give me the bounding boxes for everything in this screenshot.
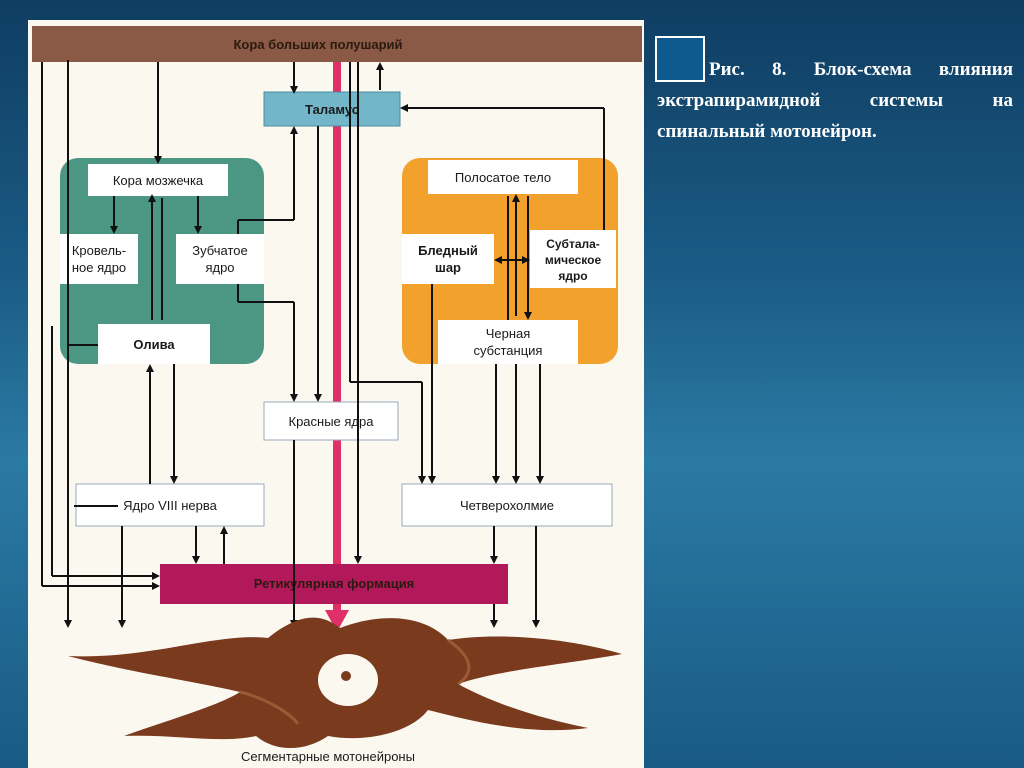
roof-nucleus-box [60,234,138,284]
thalamus-box [263,91,401,127]
subthalamic-box [530,230,616,288]
quadrigemina-label: Четверохолмие [460,498,554,513]
caption-text: Рис. 8. Блок-схема влияния экстрапирамид… [657,59,1013,142]
diagram-panel: Кора больших полушарий Таламус Кора мозж… [28,20,644,768]
thalamus-label: Таламус [305,102,359,117]
central-arrow-shaft [333,62,341,610]
olive-box [98,324,210,364]
pallidum-box [402,234,494,284]
striatum-box [428,160,578,194]
roof-nucleus-line2: ное ядро [72,260,126,275]
roof-nucleus-line1: Кровель- [72,243,126,258]
connector-lines [41,60,605,628]
reticular-label: Ретикулярная формация [254,576,415,591]
subthalamic-line3: ядро [558,269,587,283]
olive-label: Олива [133,337,175,352]
quadrigemina-box [401,483,613,527]
dentate-line2: ядро [205,260,234,275]
caption: Рис. 8. Блок-схема влияния экстрапирамид… [657,54,1013,147]
pallidum-line1: Бледный [418,243,478,258]
cerebellar-cortex-box [88,164,228,196]
subthalamic-line2: мическое [545,253,602,267]
substantia-line1: Черная [486,326,531,341]
extrapyramidal-diagram: Кора больших полушарий Таламус Кора мозж… [32,26,642,764]
motoneuron-illustration [68,617,622,749]
red-nuclei-label: Красные ядра [289,414,375,429]
cortex-bar [32,26,642,62]
nucleus-viii-label: Ядро VIII нерва [123,498,218,513]
dentate-nucleus-box [176,234,264,284]
cortex-label: Кора больших полушарий [234,37,403,52]
substantia-nigra-box [438,320,578,364]
substantia-line2: субстанция [474,343,543,358]
subthalamic-line1: Субтала- [546,237,600,251]
reticular-bar [160,564,508,604]
red-nuclei-box [263,401,399,441]
striatum-label: Полосатое тело [455,170,551,185]
caption-marker-square [655,36,705,82]
cerebellar-cortex-label: Кора мозжечка [113,173,204,188]
pallidum-line2: шар [435,260,461,275]
central-arrow-head [325,610,349,632]
dentate-line1: Зубчатое [192,243,248,258]
motoneurons-label: Сегментарные мотонейроны [241,749,415,764]
